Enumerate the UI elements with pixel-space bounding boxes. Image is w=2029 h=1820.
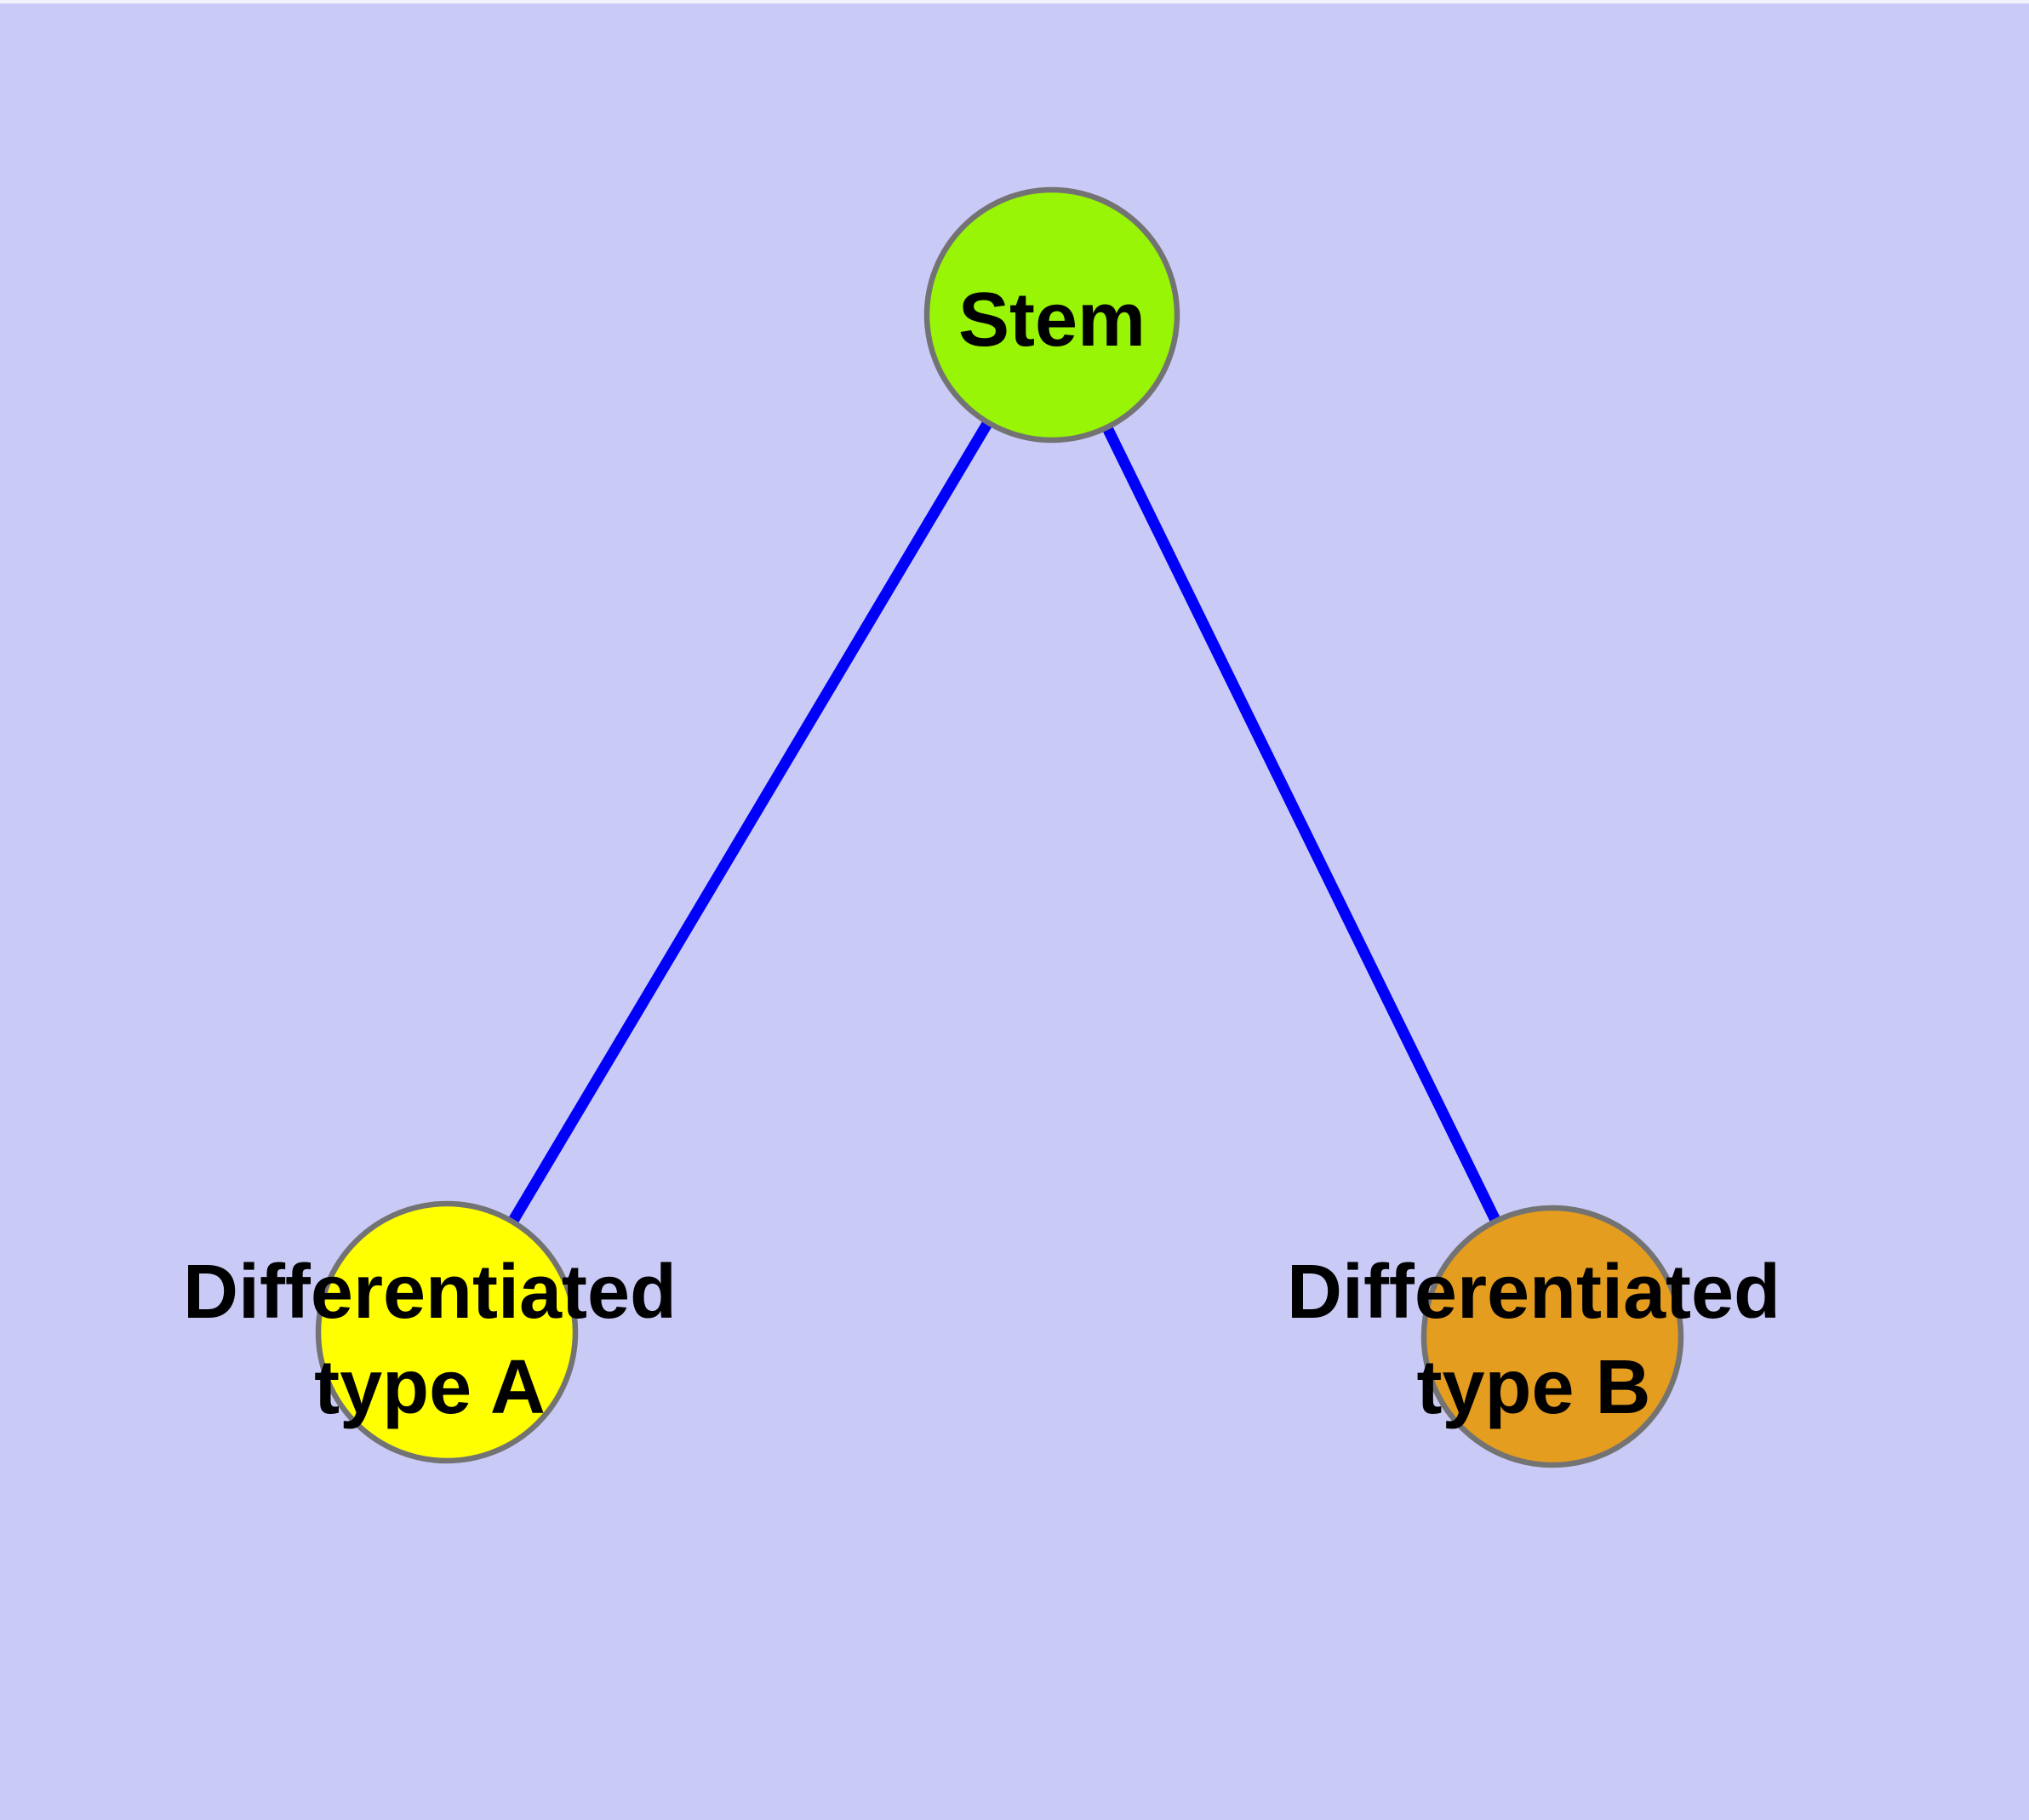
edge-stem-to-type-a	[442, 312, 1057, 1336]
edge-stem-to-type-b	[1047, 312, 1557, 1339]
node-type-b-label-line2: type B	[1416, 1345, 1650, 1430]
node-stem-label: Stem	[958, 278, 1146, 363]
node-type-a-circle	[315, 1200, 579, 1464]
node-type-a-label-line1: Differentiated	[183, 1250, 677, 1335]
node-type-a-label-line2: type A	[314, 1345, 546, 1430]
node-type-b-label-line1: Differentiated	[1287, 1250, 1780, 1335]
image-top-margin-strip	[0, 0, 2029, 3]
node-stem-circle	[923, 186, 1180, 444]
node-type-b-circle	[1420, 1205, 1684, 1468]
